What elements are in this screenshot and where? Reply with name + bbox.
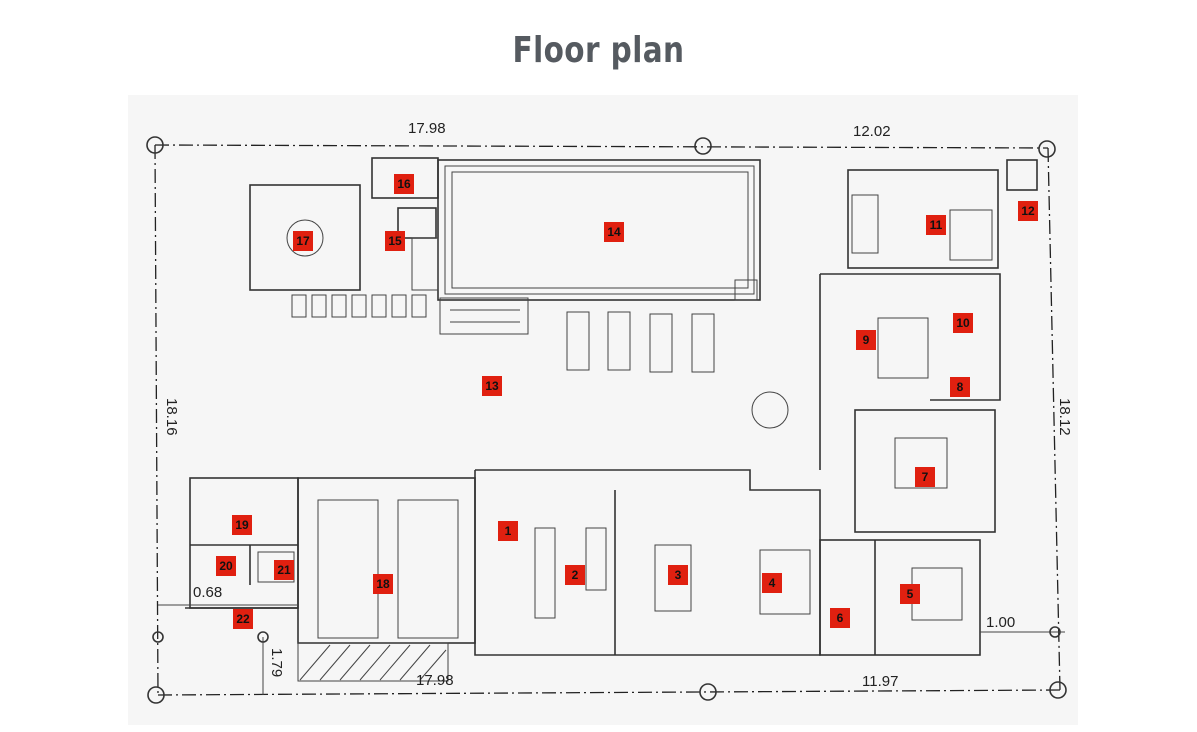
room-badge-19: 19	[232, 515, 252, 535]
room-badge-6: 6	[830, 608, 850, 628]
dim-right-offset: 1.00	[986, 614, 1016, 631]
page-title: Floor plan	[512, 30, 685, 71]
room-badge-16: 16	[394, 174, 414, 194]
room-badge-12: 12	[1018, 201, 1038, 221]
room-badge-10: 10	[953, 313, 973, 333]
dim-bottom-left: 17.98	[416, 672, 454, 689]
dim-top-right: 12.02	[853, 123, 891, 140]
dim-bottom-small: 1.79	[268, 648, 285, 678]
room-badge-8: 8	[950, 377, 970, 397]
room-badge-17: 17	[293, 231, 313, 251]
room-badge-2: 2	[565, 565, 585, 585]
room-badge-5: 5	[900, 584, 920, 604]
dim-left: 18.16	[163, 398, 180, 436]
dim-top-left: 17.98	[408, 120, 446, 137]
room-badge-22: 22	[233, 609, 253, 629]
room-badge-14: 14	[604, 222, 624, 242]
room-badge-11: 11	[926, 215, 946, 235]
room-badge-15: 15	[385, 231, 405, 251]
room-badge-9: 9	[856, 330, 876, 350]
room-badge-1: 1	[498, 521, 518, 541]
dim-bottom-right: 11.97	[862, 673, 899, 690]
dim-right: 18.12	[1056, 398, 1073, 436]
room-badge-18: 18	[373, 574, 393, 594]
room-badge-7: 7	[915, 467, 935, 487]
room-badge-20: 20	[216, 556, 236, 576]
dim-left-small: 0.68	[193, 584, 223, 601]
room-badge-4: 4	[762, 573, 782, 593]
room-badge-13: 13	[482, 376, 502, 396]
room-badge-21: 21	[274, 560, 294, 580]
room-badge-3: 3	[668, 565, 688, 585]
